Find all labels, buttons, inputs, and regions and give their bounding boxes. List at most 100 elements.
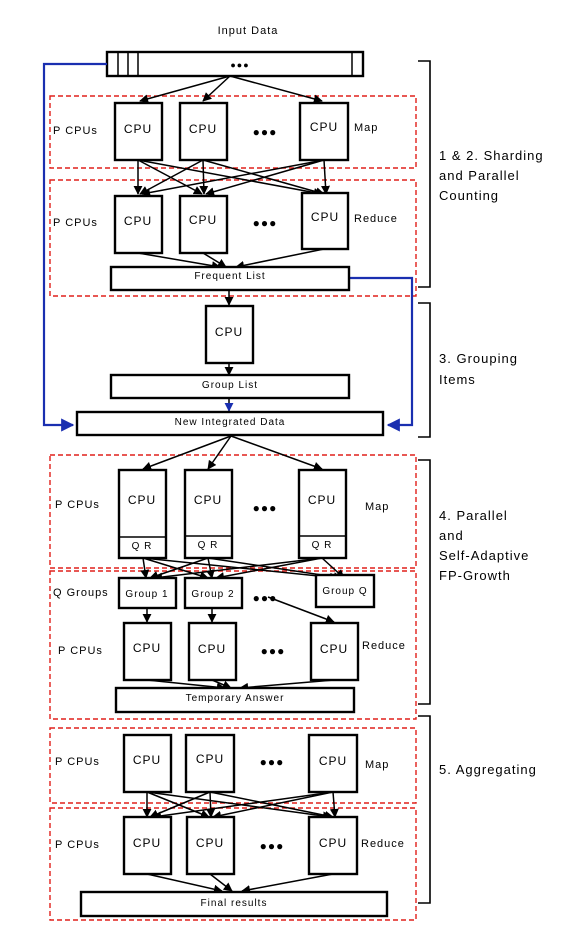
cpu-label: CPU [310, 120, 338, 134]
ellipsis: ●●● [261, 644, 286, 658]
blue-bypass-arrows [42, 62, 414, 432]
frequent-list-label: Frequent List [194, 271, 265, 282]
cpu-label: CPU [133, 836, 161, 850]
stage4-line: and [439, 528, 464, 543]
label-reduce: Reduce [354, 213, 398, 225]
cpu-label: CPU [124, 122, 152, 136]
group-list-label: Group List [202, 380, 258, 391]
cpu-box [113, 194, 164, 255]
label-p-cpus: P CPUs [55, 839, 100, 851]
brace-stage1 [418, 60, 431, 288]
label-q-groups: Q Groups [53, 587, 109, 599]
cpu-box [122, 815, 173, 876]
cpu-label: CPU [194, 493, 222, 507]
group-box [314, 573, 376, 609]
cpu-label: CPU [128, 493, 156, 507]
cpu-label: CPU [319, 836, 347, 850]
cpu-label: CPU [189, 213, 217, 227]
cpu-box-with-qr [183, 468, 234, 560]
label-map: Map [365, 501, 389, 513]
qr-label: Q R [312, 540, 333, 551]
cpu-box [122, 621, 173, 682]
cpu-label: CPU [320, 642, 348, 656]
ellipsis: ●●● [260, 839, 285, 853]
ellipsis: ●●● [253, 125, 278, 139]
stage5-line: 5. Aggregating [439, 762, 537, 777]
cpu-label: CPU [124, 214, 152, 228]
cpu-box [178, 101, 229, 162]
stage1-line: 1 & 2. Sharding [439, 148, 544, 163]
cpu-label: CPU [189, 122, 217, 136]
input-data-bar: ●●● [105, 50, 365, 78]
frequent-list-bar [109, 265, 351, 292]
stage4-line: FP-Growth [439, 568, 511, 583]
label-p-cpus: P CPUs [55, 756, 100, 768]
stage4-line: 4. Parallel [439, 508, 508, 523]
cpu-box [187, 621, 238, 682]
stage1-line: and Parallel [439, 168, 520, 183]
cpu-box [204, 304, 255, 365]
stage3-line: 3. Grouping [439, 351, 518, 366]
input-data-ellipsis: ●●● [230, 60, 249, 70]
qr-label: Q R [198, 540, 219, 551]
ellipsis: ●●● [260, 755, 285, 769]
final-results-label: Final results [201, 898, 268, 909]
group-label: Group Q [322, 586, 367, 597]
cpu-label: CPU [196, 752, 224, 766]
label-reduce: Reduce [362, 640, 406, 652]
cpu-box-with-qr [117, 468, 168, 560]
ellipsis: ●●● [253, 216, 278, 230]
cpu-box [307, 733, 359, 794]
cpu-box [178, 194, 229, 255]
label-map: Map [354, 122, 378, 134]
label-p-cpus: P CPUs [55, 499, 100, 511]
region-stage1-reduce [49, 179, 417, 297]
input-data-title: Input Data [218, 25, 279, 37]
label-p-cpus: P CPUs [58, 645, 103, 657]
brace-stage5 [418, 715, 431, 904]
cpu-box [309, 621, 360, 682]
label-reduce: Reduce [361, 838, 405, 850]
group-box [117, 576, 178, 610]
cpu-label: CPU [133, 753, 161, 767]
ellipsis: ●●● [253, 591, 278, 605]
cpu-box [122, 733, 173, 794]
group-label: Group 2 [191, 589, 234, 600]
final-results-bar [79, 890, 389, 918]
stage1-label: 1 & 2. Sharding and Parallel Counting [439, 148, 544, 203]
cpu-label: CPU [198, 642, 226, 656]
region-stage4-reduce [49, 570, 417, 720]
cpu-box-with-qr [297, 468, 348, 560]
stage3-line: Items [439, 372, 476, 387]
label-p-cpus: P CPUs [53, 125, 98, 137]
ellipsis: ●●● [253, 501, 278, 515]
cpu-box [185, 815, 236, 876]
cpu-box [298, 101, 350, 162]
stage4-label: 4. Parallel and Self-Adaptive FP-Growth [439, 508, 529, 583]
stage5-label: 5. Aggregating [439, 762, 537, 777]
cpu-label: CPU [133, 641, 161, 655]
cpu-box [113, 101, 164, 162]
label-p-cpus: P CPUs [53, 217, 98, 229]
region-stage5-reduce [49, 807, 417, 921]
temporary-answer-label: Temporary Answer [186, 693, 285, 704]
temporary-answer-bar [114, 686, 356, 714]
cpu-box [307, 815, 359, 876]
stage4-line: Self-Adaptive [439, 548, 529, 563]
group-box [183, 576, 244, 610]
connection-lines [133, 75, 345, 894]
cpu-label: CPU [308, 493, 336, 507]
cpu-label: CPU [311, 210, 339, 224]
stage3-label: 3. Grouping Items [439, 351, 518, 387]
brace-stage4 [418, 459, 431, 705]
group-label: Group 1 [125, 589, 168, 600]
cpu-box [184, 733, 236, 794]
stage1-line: Counting [439, 188, 499, 203]
brace-stage3 [418, 302, 431, 438]
qr-label: Q R [132, 541, 153, 552]
cpu-label: CPU [215, 325, 243, 339]
new-integrated-data-label: New Integrated Data [175, 417, 286, 428]
group-list-bar [109, 373, 351, 400]
cpu-label: CPU [196, 836, 224, 850]
